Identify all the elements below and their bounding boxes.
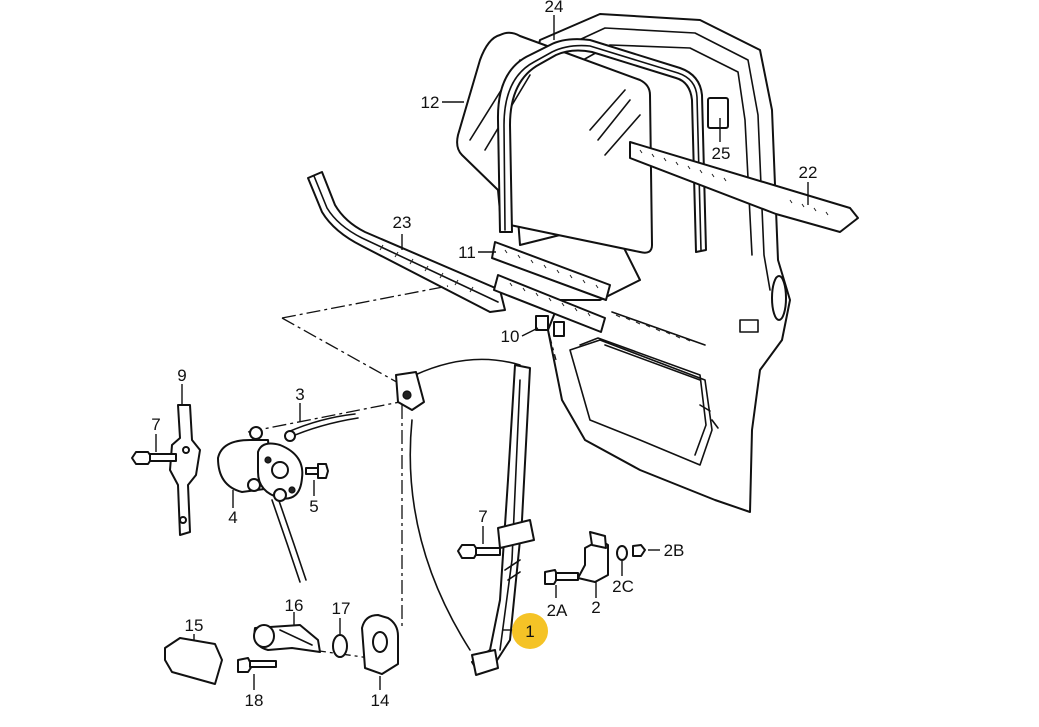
nut-2b [632,544,646,557]
cover-15 [164,637,223,685]
washer-17 [332,634,348,658]
bolt-7-left [131,451,177,465]
label-14: 14 [371,691,390,710]
weatherstrip-23 [307,171,506,313]
label-2b: 2B [664,541,685,560]
label-17: 17 [332,599,351,618]
label-12: 12 [421,93,440,112]
window-channel-seal [496,38,707,253]
label-3: 3 [295,385,304,404]
door-strip-22 [629,141,859,233]
label-7-right: 7 [478,507,487,526]
handle-16 [253,624,321,653]
label-5: 5 [309,497,318,516]
label-23: 23 [393,213,412,232]
label-15: 15 [185,616,204,635]
label-22: 22 [799,163,818,182]
label-2: 2 [591,598,600,617]
label-10: 10 [501,327,520,346]
label-1: 1 [525,622,534,641]
bracket-9 [169,404,201,536]
leader-lines [155,15,809,690]
label-24: 24 [545,0,564,16]
clamp-2 [577,531,609,583]
bolt-5 [305,463,329,479]
label-16: 16 [285,596,304,615]
highlight-marker-1 [512,613,548,649]
screw-18 [237,657,277,673]
cable-3 [271,413,359,583]
bearing-14 [361,614,399,675]
part-labels: 24 12 25 22 23 11 10 9 3 7 4 5 7 1 2A 2 … [151,0,817,710]
label-18: 18 [245,691,264,710]
motor-4 [217,426,304,502]
label-9: 9 [177,366,186,385]
bolt-2a [544,569,579,585]
washer-2c [616,545,628,561]
label-7-left: 7 [151,415,160,434]
label-25: 25 [712,144,731,163]
window-regulator [395,358,535,676]
alignment-lines [247,285,557,659]
label-2c: 2C [612,577,634,596]
inner-strip-11 [491,241,611,333]
label-2a: 2A [547,601,568,620]
bolt-7-right [457,544,501,559]
label-11: 11 [458,243,476,262]
label-4: 4 [228,508,237,527]
clips-10 [535,315,565,337]
